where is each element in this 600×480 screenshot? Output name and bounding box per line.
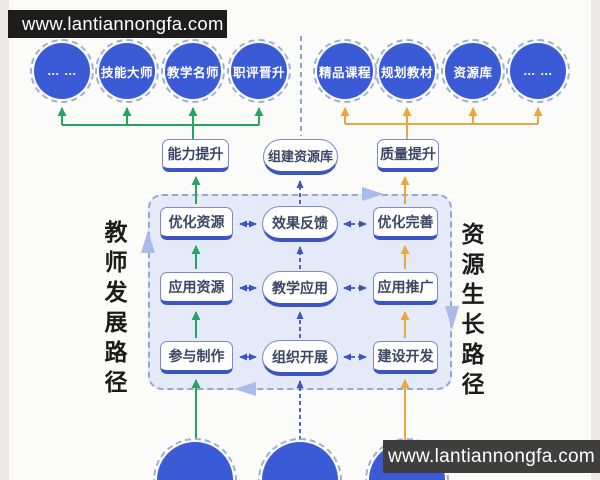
box-label: 组织开展 [272,348,328,365]
node-circle-etc-left: … … [30,39,94,103]
node-label: 技能大师 [99,43,155,99]
cycle-arrow-up-icon [141,230,155,253]
box-label: 应用资源 [168,279,225,295]
box-label: 教学应用 [272,279,328,296]
node-label: … … [510,43,566,99]
box-participate-production: 参与制作 [160,341,233,374]
box-label: 能力提升 [167,146,224,162]
cycle-direction-arrows [141,187,459,396]
box-build-resource-library: 组建资源库 [263,139,338,175]
green-connectors [57,107,264,440]
box-label: 效果反馈 [272,214,328,231]
node-circle-promotion: 职评晋升 [227,39,291,103]
box-ability-improvement: 能力提升 [162,139,229,172]
node-circle-skill-master: 技能大师 [95,39,159,103]
node-circle-bottom [262,442,338,480]
node-label: 精品课程 [317,43,373,99]
node-circle-etc-right: … … [506,39,570,103]
box-label: 质量提升 [380,146,436,162]
box-optimize-resources: 优化资源 [160,207,233,240]
box-label: 应用推广 [377,279,434,295]
node-circle-teaching-master: 教学名师 [161,39,225,103]
box-application-promotion: 应用推广 [373,272,438,305]
box-optimize-perfect: 优化完善 [373,207,438,240]
box-construction-development: 建设开发 [373,341,438,374]
node-label: 资源库 [445,43,501,99]
box-apply-resources: 应用资源 [160,272,233,305]
node-label: 教学名师 [165,43,221,99]
cycle-arrow-left-icon [234,382,256,396]
box-teaching-application: 教学应用 [262,271,338,307]
cycle-arrow-right-icon [362,187,384,201]
label-teacher-development-path: 教师发展路径 [101,220,127,400]
box-organize-development: 组织开展 [262,340,338,376]
indigo-dashed-connectors [239,180,367,440]
right-edge-strip [591,0,600,480]
node-label: 职评晋升 [231,43,287,99]
node-label: 规划教材 [379,43,435,99]
node-circle-quality-courses: 精品课程 [313,39,377,103]
watermark-top: www.lantiannongfa.com [8,10,227,38]
watermark-bottom: www.lantiannongfa.com [383,440,600,473]
label-resource-growth-path: 资源生长路径 [458,222,484,402]
box-label: 优化完善 [377,214,434,230]
box-quality-improvement: 质量提升 [377,139,439,172]
box-label: 建设开发 [377,348,434,364]
box-label: 组建资源库 [267,149,333,164]
node-circle-resource-library: 资源库 [441,39,505,103]
node-circle-bottom [157,442,233,480]
box-label: 参与制作 [168,348,225,364]
box-effect-feedback: 效果反馈 [262,206,338,242]
node-label: … … [34,43,90,99]
box-label: 优化资源 [168,214,225,230]
cycle-arrow-down-icon [445,306,459,330]
node-circle-planned-textbooks: 规划教材 [375,39,439,103]
left-edge-strip [0,0,9,480]
orange-connectors [340,107,543,440]
